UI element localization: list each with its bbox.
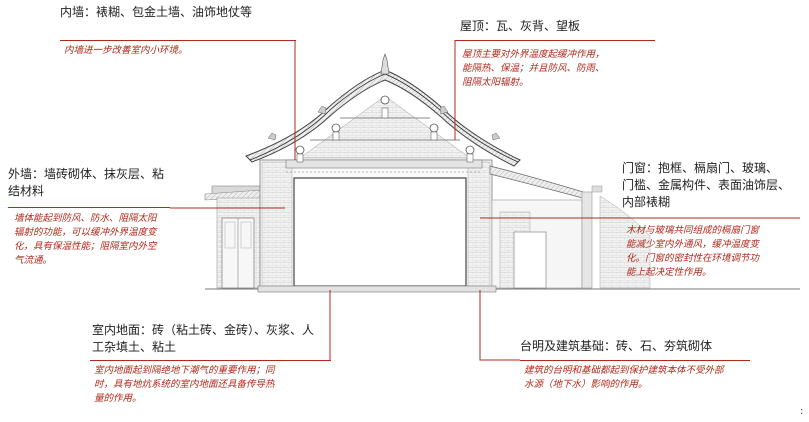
doors-windows-title-line: 内部裱糊 [622, 195, 671, 209]
platform-base [257, 285, 497, 293]
foundation-desc-line: 建筑的台明和基础都起到保护建筑本体不受外部 [524, 365, 724, 376]
foundation-rule [520, 360, 750, 361]
outer-wall-rule [8, 207, 170, 208]
inner-wall-rule [60, 40, 296, 41]
doors-windows-title: 门窗：抱框、槅扇门、玻璃、 门槛、金属构件、表面油饰层、 内部裱糊 [622, 160, 790, 211]
right-annex [489, 165, 651, 289]
floor-title-line: 工杂填土、粘土 [92, 340, 177, 354]
floor-desc: 室内地面起到隔绝地下潮气的重要作用；同 时，具有地炕系统的室内地面还具备传导热 … [94, 364, 275, 406]
roof-desc-line: 能隔热、保温；并且防风、防雨、 [462, 63, 605, 74]
roof-desc: 屋顶主要对外界温度起缓冲作用， 能隔热、保温；并且防风、防雨、 阻隔太阳辐射。 [462, 48, 605, 90]
main-hall [259, 95, 493, 289]
leader-lines [170, 40, 800, 361]
inner-wall-title: 内墙：裱糊、包金土墙、油饰地仗等 [60, 5, 253, 19]
doors-windows-desc-line: 能上起决定性作用。 [626, 267, 712, 278]
floor-rule [90, 360, 331, 361]
page-mark: : [800, 406, 804, 417]
left-annex [204, 185, 263, 289]
outer-wall-desc-line: 墙体能起到防风、防水、阻隔太阳 [14, 213, 157, 224]
outer-wall-title: 外墙：墙砖砌体、抹灰层、粘 结材料 [8, 166, 164, 200]
foundation-desc: 建筑的台明和基础都起到保护建筑本体不受外部 水源（地下水）影响的作用。 [524, 364, 724, 392]
floor-desc-line: 量的作用。 [94, 393, 142, 404]
floor-title-line: 室内地面：砖（粘土砖、金砖）、灰浆、人 [92, 323, 315, 337]
outer-wall-desc-line: 气流通。 [14, 255, 53, 266]
outer-wall-title-line: 结材料 [8, 184, 45, 198]
outer-wall-title-line: 外墙：墙砖砌体、抹灰层、粘 [8, 167, 165, 181]
roof-title: 屋顶：瓦、灰背、望板 [460, 19, 581, 33]
outer-wall-desc-line: 辐射的功能，可以缓冲外界温度变 [14, 227, 157, 238]
roof-rule [455, 40, 655, 41]
doors-windows-desc-line: 木材与玻璃共同组成的槅扇门窗 [626, 225, 760, 236]
outer-wall-desc: 墙体能起到防风、防水、阻隔太阳 辐射的功能，可以缓冲外界温度变 化，具有保温性能… [14, 212, 157, 268]
roof [245, 53, 521, 167]
floor-desc-line: 室内地面起到隔绝地下潮气的重要作用；同 [94, 365, 275, 376]
doors-windows-title-line: 门槛、金属构件、表面油饰层、 [622, 178, 791, 192]
floor-desc-line: 时，具有地炕系统的室内地面还具备传导热 [94, 379, 275, 390]
doors-windows-desc: 木材与玻璃共同组成的槅扇门窗 能减少室内外通风，缓冲温度变 化。门窗的密封性在环… [626, 224, 759, 280]
foundation-desc-line: 水源（地下水）影响的作用。 [524, 379, 648, 390]
foundation-title: 台明及建筑基础：砖、石、夯筑砌体 [520, 339, 713, 353]
inner-wall-desc: 内墙进一步改善室内小环境。 [64, 45, 188, 56]
outer-wall-desc-line: 化，具有保温性能；阻隔室内外空 [14, 241, 157, 252]
doors-windows-desc-line: 能减少室内外通风，缓冲温度变 [626, 239, 760, 250]
floor-title: 室内地面：砖（粘土砖、金砖）、灰浆、人 工杂填土、粘土 [92, 322, 314, 356]
roof-desc-line: 阻隔太阳辐射。 [462, 77, 529, 88]
doors-windows-desc-line: 化。门窗的密封性在环境调节功 [626, 253, 760, 264]
roof-desc-line: 屋顶主要对外界温度起缓冲作用， [462, 49, 605, 60]
doors-windows-title-line: 门窗：抱框、槅扇门、玻璃、 [622, 161, 779, 175]
